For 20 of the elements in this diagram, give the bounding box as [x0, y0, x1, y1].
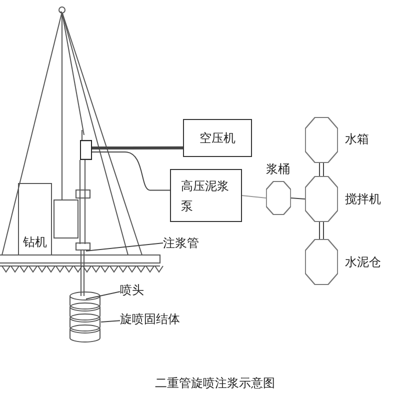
leader-line — [100, 320, 120, 322]
pump-box: 高压泥浆泵 — [170, 169, 242, 222]
part-label: 喷头 — [120, 282, 148, 298]
tank-label: 搅拌机 — [345, 191, 381, 208]
compressor-box: 空压机 — [183, 119, 252, 157]
connector-line — [242, 195, 266, 198]
caption: 二重管旋喷注浆示意图 — [155, 376, 275, 390]
connector-line — [290, 198, 306, 200]
part-label: 注浆管 — [163, 235, 203, 251]
connector-line — [92, 146, 183, 150]
tank-label: 水泥仓 — [345, 254, 381, 271]
connector-line — [92, 152, 170, 191]
connector-line — [319, 162, 324, 176]
tank-label: 浆桶 — [266, 161, 290, 178]
machine-box: 钻机 — [18, 183, 52, 255]
tank-label: 水箱 — [345, 131, 369, 148]
leader-line — [86, 291, 120, 300]
connector-line — [319, 222, 324, 240]
leader-line — [86, 242, 164, 252]
part-label: 旋喷固结体 — [120, 311, 184, 327]
